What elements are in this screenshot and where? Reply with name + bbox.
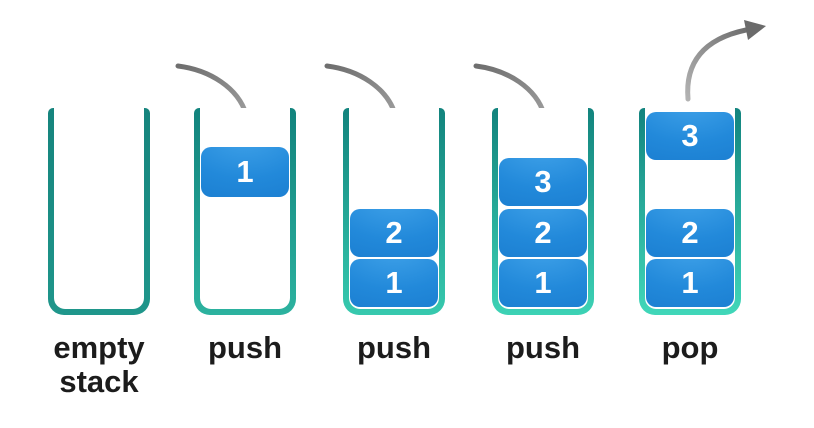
stack-panel-push-3: 3 2 1 push [473, 0, 594, 428]
stack-panel-pop: 3 2 1 pop [639, 0, 766, 428]
stack-item: 2 [350, 209, 438, 257]
stack-item: 1 [350, 259, 438, 307]
stack-item: 2 [499, 209, 587, 257]
stack-panel-push-2: 2 1 push [324, 0, 445, 428]
stack-item: 1 [201, 147, 289, 197]
stack-item: 1 [646, 259, 734, 307]
stack-container [48, 108, 150, 315]
pop-arrow-icon [685, 20, 766, 102]
stack-panel-push-1: 1 push [175, 0, 296, 428]
panel-label: push [207, 330, 283, 365]
stack-container [194, 108, 296, 315]
panel-label: push [505, 330, 581, 365]
stack-item: 2 [646, 209, 734, 257]
stack-panel-empty: empty stack [48, 0, 150, 428]
stack-item: 1 [499, 259, 587, 307]
panel-label: pop [661, 330, 719, 365]
stack-item: 3 [499, 158, 587, 206]
panel-label: empty stack [53, 330, 145, 399]
stack-container-interior [54, 108, 144, 309]
panel-label: push [356, 330, 432, 365]
stack-item: 3 [646, 112, 734, 160]
stack-container-interior [200, 108, 290, 309]
